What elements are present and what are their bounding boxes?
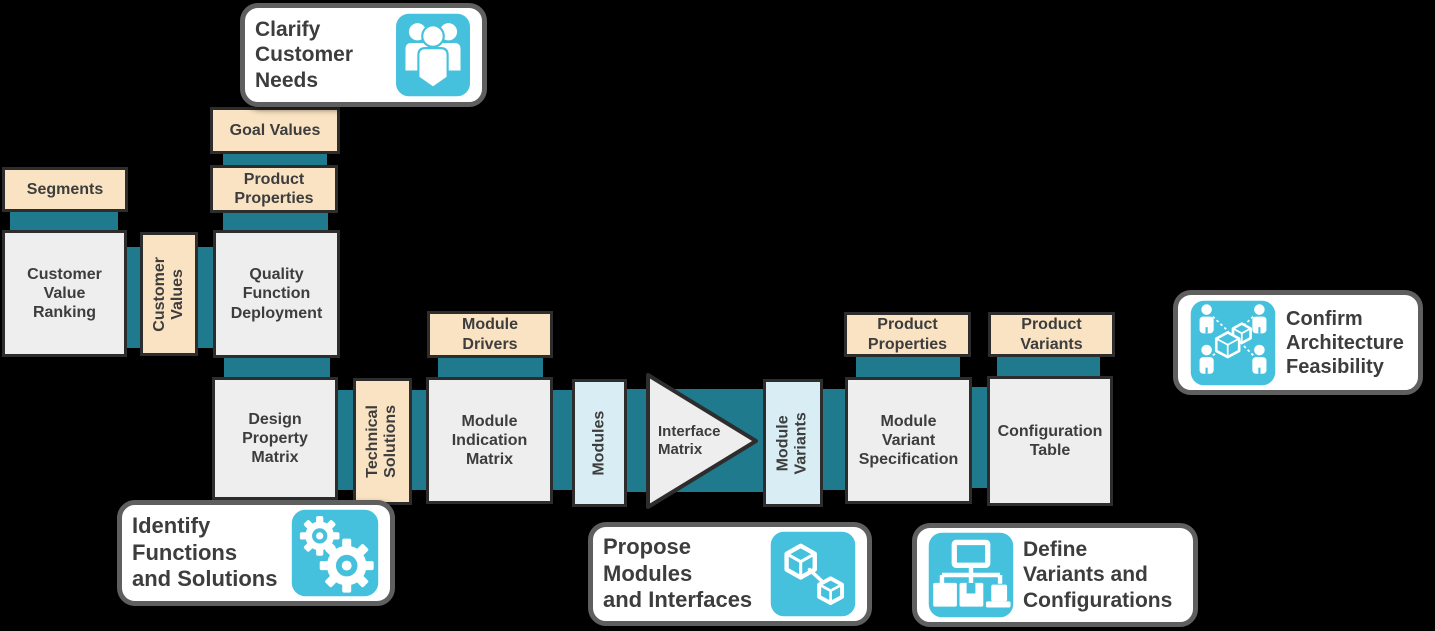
product-variants-box: Product Variants [988, 312, 1115, 357]
technical-solutions-box: Technical Solutions [353, 378, 412, 505]
configuration-table-box: Configuration Table [987, 376, 1113, 506]
phase-label: Clarify Customer Needs [255, 18, 354, 92]
connector-module-variants-mvs [822, 389, 846, 490]
connector-product-variants-configuration-table [997, 357, 1100, 377]
phase-label: Identify Functions and Solutions [132, 513, 278, 592]
connector-technical-solutions-mim [411, 390, 427, 490]
phase-clarify-customer-needs: Clarify Customer Needs [240, 3, 487, 107]
module-variants-box: Module Variants [763, 379, 823, 507]
people-cubes-icon [1189, 298, 1277, 387]
connector-product-properties-mvs [856, 357, 960, 378]
connector-qfd-design-property-matrix [224, 357, 330, 378]
design-property-matrix-box: Design Property Matrix [212, 377, 338, 500]
people-group-icon [394, 12, 472, 98]
customer-value-ranking-box: Customer Value Ranking [2, 230, 127, 357]
interface-matrix-label: Interface Matrix [658, 423, 721, 458]
phase-label: Define Variants and Configurations [1023, 538, 1173, 612]
phase-label: Confirm Architecture Feasibility [1286, 307, 1404, 378]
product-properties-top-box: Product Properties [210, 165, 338, 213]
connector-mvs-configuration-table [971, 387, 988, 488]
phase-label: Propose Modules and Interfaces [603, 534, 753, 613]
hierarchy-icon [927, 531, 1015, 619]
module-variant-specification-box: Module Variant Specification [845, 377, 972, 504]
connector-cvr-customer-values [127, 247, 141, 348]
modules-box: Modules [572, 379, 627, 507]
module-drivers-box: Module Drivers [427, 311, 553, 358]
linked-cubes-icon [769, 530, 857, 618]
connector-dpm-technical-solutions [338, 390, 354, 490]
module-indication-matrix-box: Module Indication Matrix [426, 377, 553, 504]
connector-customer-values-qfd [197, 247, 214, 348]
connector-mim-modules [552, 390, 573, 490]
connector-module-drivers-mim [438, 357, 543, 378]
goal-values-box: Goal Values [210, 107, 340, 154]
phase-identify-functions-solutions: Identify Functions and Solutions [117, 500, 395, 606]
product-properties-right-box: Product Properties [844, 312, 971, 357]
connector-goal-values-product-properties [223, 154, 327, 166]
segments-box: Segments [2, 167, 128, 212]
gears-icon [290, 508, 380, 598]
customer-values-box: Customer Values [140, 232, 198, 356]
connector-segments-customer-value-ranking [10, 212, 118, 231]
interface-matrix-arrow [646, 373, 758, 509]
phase-define-variants-configurations: Define Variants and Configurations [912, 523, 1198, 627]
phase-propose-modules-interfaces: Propose Modules and Interfaces [588, 522, 872, 626]
quality-function-deployment-box: Quality Function Deployment [213, 230, 340, 358]
connector-product-properties-qfd [223, 213, 328, 231]
phase-confirm-architecture-feasibility: Confirm Architecture Feasibility [1173, 290, 1423, 395]
